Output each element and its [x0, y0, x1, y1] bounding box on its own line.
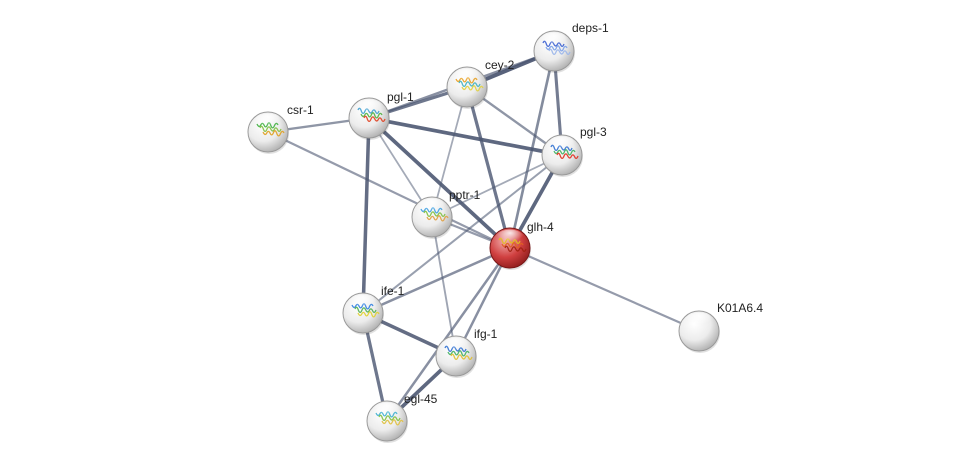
- node-highlight: [685, 312, 713, 330]
- edge-glh-4-ife-1[interactable]: [361, 246, 512, 315]
- node-highlight: [418, 198, 446, 216]
- node-label: csr-1: [287, 103, 314, 117]
- node-K01A6-4[interactable]: K01A6.4: [678, 301, 763, 353]
- node-pptr-1[interactable]: pptr-1: [411, 188, 481, 239]
- node-cey-2[interactable]: cey-2: [446, 58, 515, 109]
- node-highlight: [540, 32, 568, 50]
- edge-pgl-3-pptr-1[interactable]: [431, 154, 563, 218]
- node-highlight: [355, 99, 383, 117]
- node-highlight: [496, 229, 524, 247]
- node-label: pgl-3: [580, 125, 607, 139]
- node-highlight: [453, 68, 481, 86]
- edge-glh-4-K01A6.4[interactable]: [508, 246, 701, 333]
- edge-pgl-1-ife-1[interactable]: [361, 116, 371, 315]
- node-label: cey-2: [485, 58, 515, 72]
- node-label: pptr-1: [449, 188, 481, 202]
- node-highlight: [548, 136, 576, 154]
- edge-pgl-1-glh-4[interactable]: [367, 116, 512, 250]
- edges-layer: [266, 49, 701, 423]
- node-highlight: [254, 113, 282, 131]
- node-label: deps-1: [572, 21, 609, 35]
- node-pgl-1[interactable]: pgl-1: [348, 90, 414, 140]
- node-label: K01A6.4: [717, 301, 763, 315]
- node-label: glh-4: [527, 220, 554, 234]
- node-deps-1[interactable]: deps-1: [533, 21, 609, 73]
- node-ifg-1[interactable]: ifg-1: [435, 327, 498, 378]
- node-ife-1[interactable]: ife-1: [342, 284, 405, 335]
- node-pgl-3[interactable]: pgl-3: [541, 125, 607, 177]
- edge-cey-2-glh-4[interactable]: [465, 85, 512, 250]
- node-label: pgl-1: [387, 90, 414, 104]
- edge-glh-4-egl-45[interactable]: [385, 246, 512, 423]
- nodes-layer: deps-1 cey-2 pgl-1 csr-1 pgl-3 pptr-1 glh-4 ife…: [247, 21, 763, 443]
- node-label: egl-45: [404, 392, 438, 406]
- edge-pgl-1-pgl-3[interactable]: [367, 116, 564, 157]
- node-csr-1[interactable]: csr-1: [247, 103, 314, 154]
- edge-cey-2-pptr-1[interactable]: [431, 86, 468, 218]
- node-label: ife-1: [381, 284, 405, 298]
- node-highlight: [349, 294, 377, 312]
- edge-pgl-3-ife-1[interactable]: [361, 153, 564, 315]
- edge-pptr-1-ifg-1[interactable]: [431, 216, 457, 357]
- node-highlight: [442, 337, 470, 355]
- node-label: ifg-1: [474, 327, 498, 341]
- node-egl-45[interactable]: egl-45: [366, 392, 438, 443]
- node-glh-4[interactable]: glh-4: [489, 220, 554, 270]
- node-highlight: [373, 402, 401, 420]
